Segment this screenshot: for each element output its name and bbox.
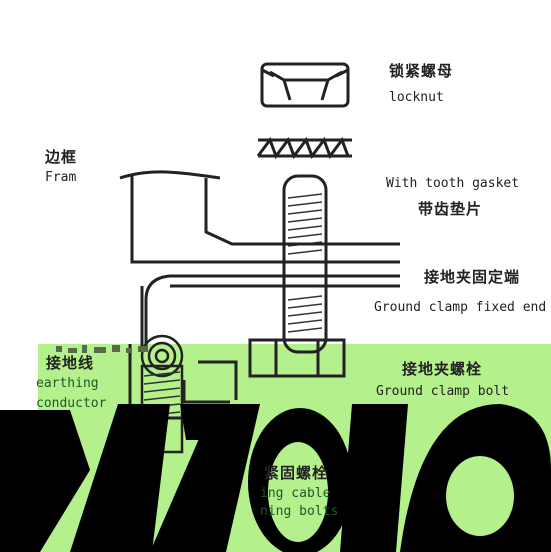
clamp-bolt-drawing [248, 338, 346, 378]
earthing-label-en-1: earthing [36, 376, 99, 391]
gasket-label-en: With tooth gasket [386, 176, 520, 191]
tooth-gasket-drawing [256, 136, 352, 160]
locknut-drawing [260, 62, 350, 108]
cable-bolt-label-en-2: ning bolts [260, 504, 339, 519]
bolt-drawing [282, 174, 328, 354]
clamp-fixed-end-drawing [140, 274, 400, 352]
locknut-label-en: locknut [389, 90, 444, 105]
frame-label-cn: 边框 [45, 148, 78, 166]
noise-strip [56, 345, 148, 353]
clamp-bolt-label-en: Ground clamp bolt [376, 384, 510, 399]
black-blotches [0, 404, 551, 552]
frame-drawing [119, 170, 400, 264]
clamp-end-label-en: Ground clamp fixed end [374, 300, 547, 315]
clamp-end-label-cn: 接地夹固定端 [424, 268, 521, 286]
frame-label-en: Fram [45, 170, 77, 185]
gasket-label-cn: 带齿垫片 [418, 200, 483, 218]
clamp-bolt-label-cn: 接地夹螺栓 [402, 360, 483, 378]
earthing-label-cn: 接地线 [46, 354, 95, 372]
cable-bolt-label-cn: 紧固螺栓 [264, 464, 329, 482]
earthing-conductor-drawing [140, 334, 184, 378]
earthing-label-en-2: conductor [36, 396, 107, 411]
cable-bolt-label-en-1: ing cable [260, 486, 331, 501]
locknut-label-cn: 锁紧螺母 [389, 62, 454, 80]
